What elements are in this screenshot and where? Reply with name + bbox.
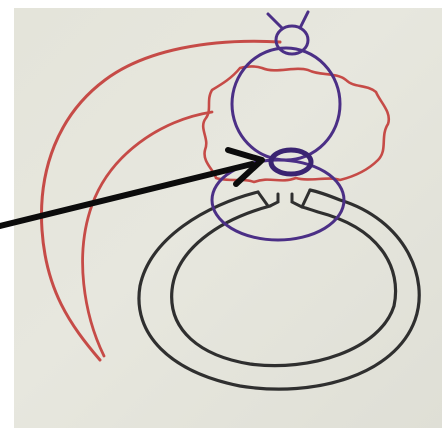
black-arrow — [0, 150, 262, 226]
black-keyhole-neck — [258, 190, 310, 207]
arrow-shaft — [0, 164, 252, 226]
red-cloud-outline — [203, 67, 389, 183]
purple-middle-circle — [232, 48, 340, 160]
red-outer-curve — [42, 41, 280, 360]
black-outer-ring — [139, 190, 419, 389]
black-inner-ring — [172, 206, 396, 366]
red-inner-curve — [83, 112, 212, 356]
